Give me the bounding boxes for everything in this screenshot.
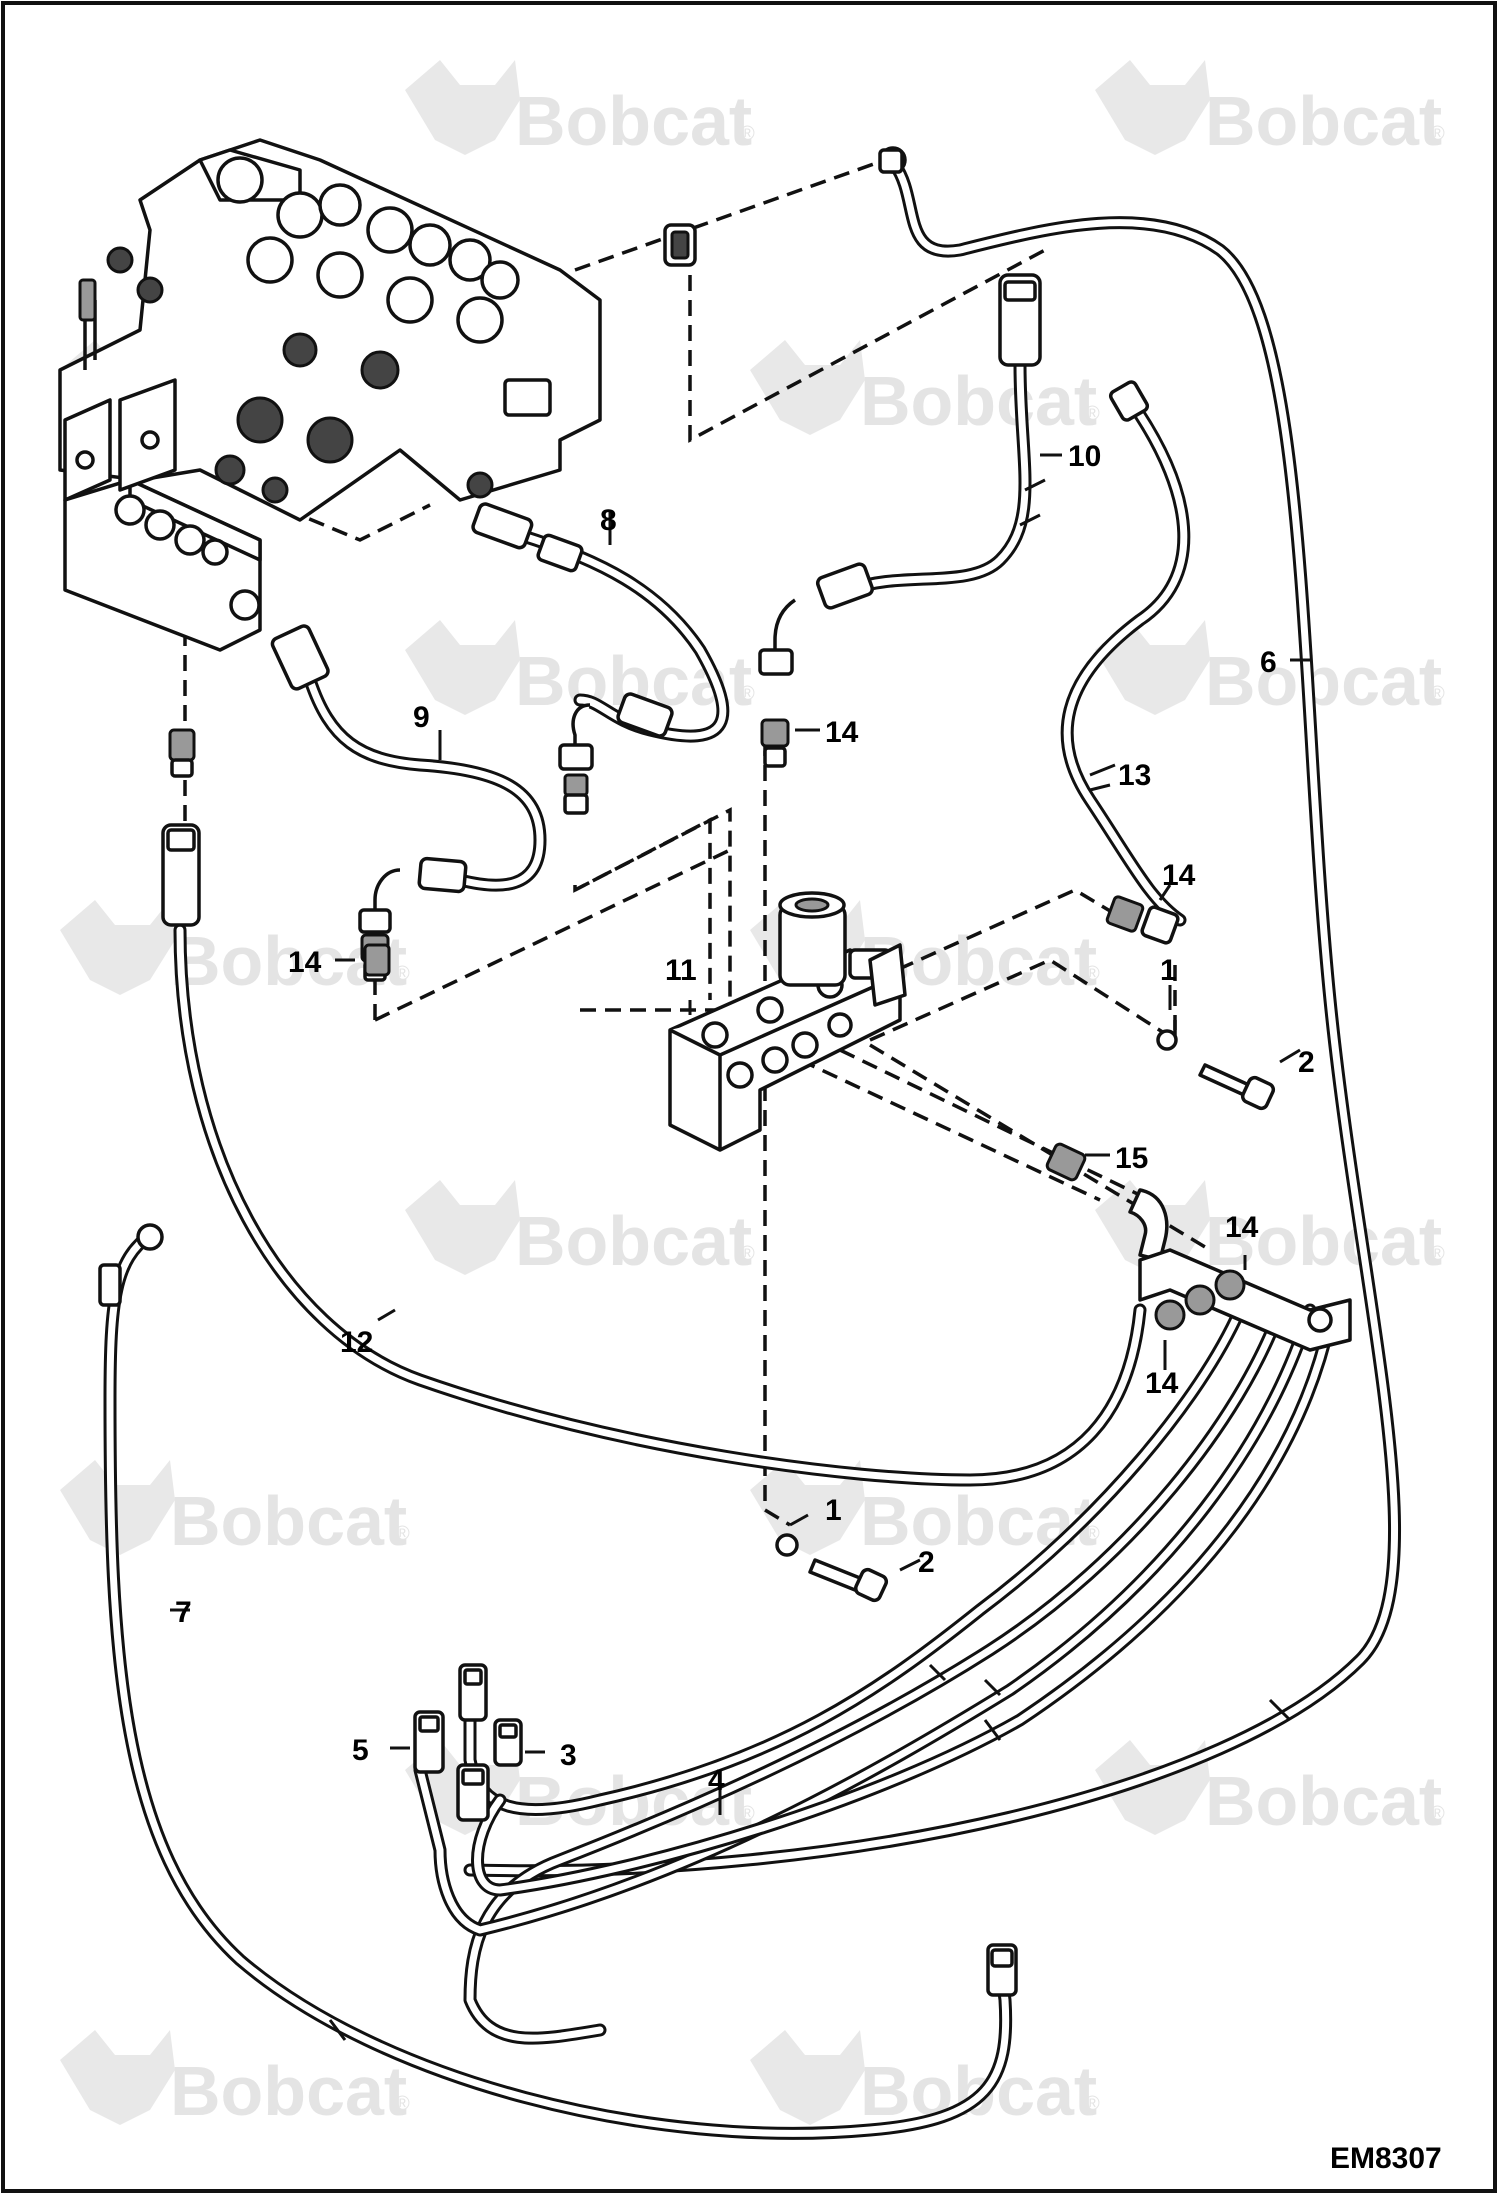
svg-text:®: ® [1430,683,1445,705]
callout-leaders [170,453,1312,1815]
right-manifold [1138,1248,1352,1352]
hose-12 [173,923,1147,1487]
watermark-2: Bobcat ® [1095,60,1445,160]
callout-14-d: 14 [1225,1211,1259,1244]
control-valve-assembly [58,138,602,652]
fittings [58,138,1352,2041]
fitting-5 [413,1710,445,1774]
callout-1-upper: 1 [1160,954,1177,987]
svg-text:®: ® [1085,963,1100,985]
svg-text:Bobcat: Bobcat [170,1482,407,1560]
callout-10: 10 [1068,440,1101,473]
watermark-16: Bobcat ® [750,2030,1100,2130]
hose-10-fittings [758,273,1042,768]
svg-text:Bobcat: Bobcat [1205,642,1442,720]
svg-text:®: ® [1430,1243,1445,1265]
callout-14-a: 14 [825,716,859,749]
fitting-hose6-top [878,146,907,174]
hose-7-bottom-fitting [986,1943,1018,1997]
hose-6 [463,158,1401,1878]
hose-13 [1060,393,1191,927]
watermark-14: Bobcat ® [1095,1740,1445,1840]
watermark-7: Bobcat ® [60,900,410,1000]
bolt-2-lower [808,1558,889,1603]
fitting-elbow-top [663,223,697,267]
svg-text:®: ® [740,1803,755,1825]
callout-14-e: 14 [1145,1367,1179,1400]
svg-text:®: ® [395,2093,410,2115]
callout-11: 11 [665,954,697,987]
washer-1-lower [775,1533,799,1557]
hose-13-top-fitting [1108,380,1150,422]
callout-6: 6 [1260,646,1277,679]
svg-text:®: ® [395,963,410,985]
callout-8: 8 [600,504,617,537]
svg-text:®: ® [740,123,755,145]
callout-3: 3 [560,1739,577,1772]
svg-text:Bobcat: Bobcat [860,362,1097,440]
hose-8-fittings [471,502,674,815]
bolt-2-upper [1198,1063,1276,1111]
watermark-15: Bobcat ® [60,2030,410,2130]
hose-clamps [328,478,1292,2041]
svg-text:®: ® [1430,123,1445,145]
callout-2-upper: 2 [1298,1046,1315,1079]
svg-text:Bobcat: Bobcat [515,82,752,160]
svg-text:®: ® [740,683,755,705]
callout-12: 12 [340,1326,373,1359]
svg-text:®: ® [1085,403,1100,425]
callout-9: 9 [413,701,430,734]
figure-reference: EM8307 [1330,2142,1442,2175]
callout-13: 13 [1118,759,1151,792]
callout-5: 5 [352,1734,369,1767]
svg-text:Bobcat: Bobcat [515,1202,752,1280]
watermark-4: Bobcat ® [750,340,1100,440]
fitting-4 [456,1663,490,1822]
svg-text:®: ® [740,1243,755,1265]
hose-7 [103,1228,1013,2140]
svg-text:®: ® [395,1523,410,1545]
callouts: 8 9 10 6 13 12 7 11 1 2 1 2 15 14 14 14 … [175,440,1315,1797]
callout-7: 7 [175,1596,192,1629]
svg-text:®: ® [1085,1523,1100,1545]
callout-1-lower: 1 [825,1494,842,1527]
svg-text:®: ® [1085,2093,1100,2115]
svg-text:Bobcat: Bobcat [170,2052,407,2130]
fitting-15 [1045,1142,1087,1182]
svg-text:Bobcat: Bobcat [1205,82,1442,160]
watermark-9: Bobcat ® [405,1180,755,1280]
solenoid-manifold-block [668,891,907,1152]
svg-text:®: ® [1430,1803,1445,1825]
svg-text:Bobcat: Bobcat [1205,1762,1442,1840]
hose-10 [843,358,1032,597]
callout-15: 15 [1115,1142,1148,1175]
watermark-1: Bobcat ® [405,60,755,160]
hose-9 [303,673,547,892]
callout-2-lower: 2 [918,1546,935,1579]
callout-4: 4 [708,1764,725,1797]
fitting-14-left [363,943,391,977]
callout-14-c: 14 [1162,859,1196,892]
fitting-3 [493,1718,523,1767]
hose-7-top-fitting [98,1223,164,1307]
fitting-14-upper-right [1105,895,1180,945]
watermark-6: Bobcat ® [1095,620,1445,720]
washer-1-upper [1156,1029,1178,1051]
callout-14-b: 14 [288,946,322,979]
hose-12-top-fitting [161,728,201,927]
